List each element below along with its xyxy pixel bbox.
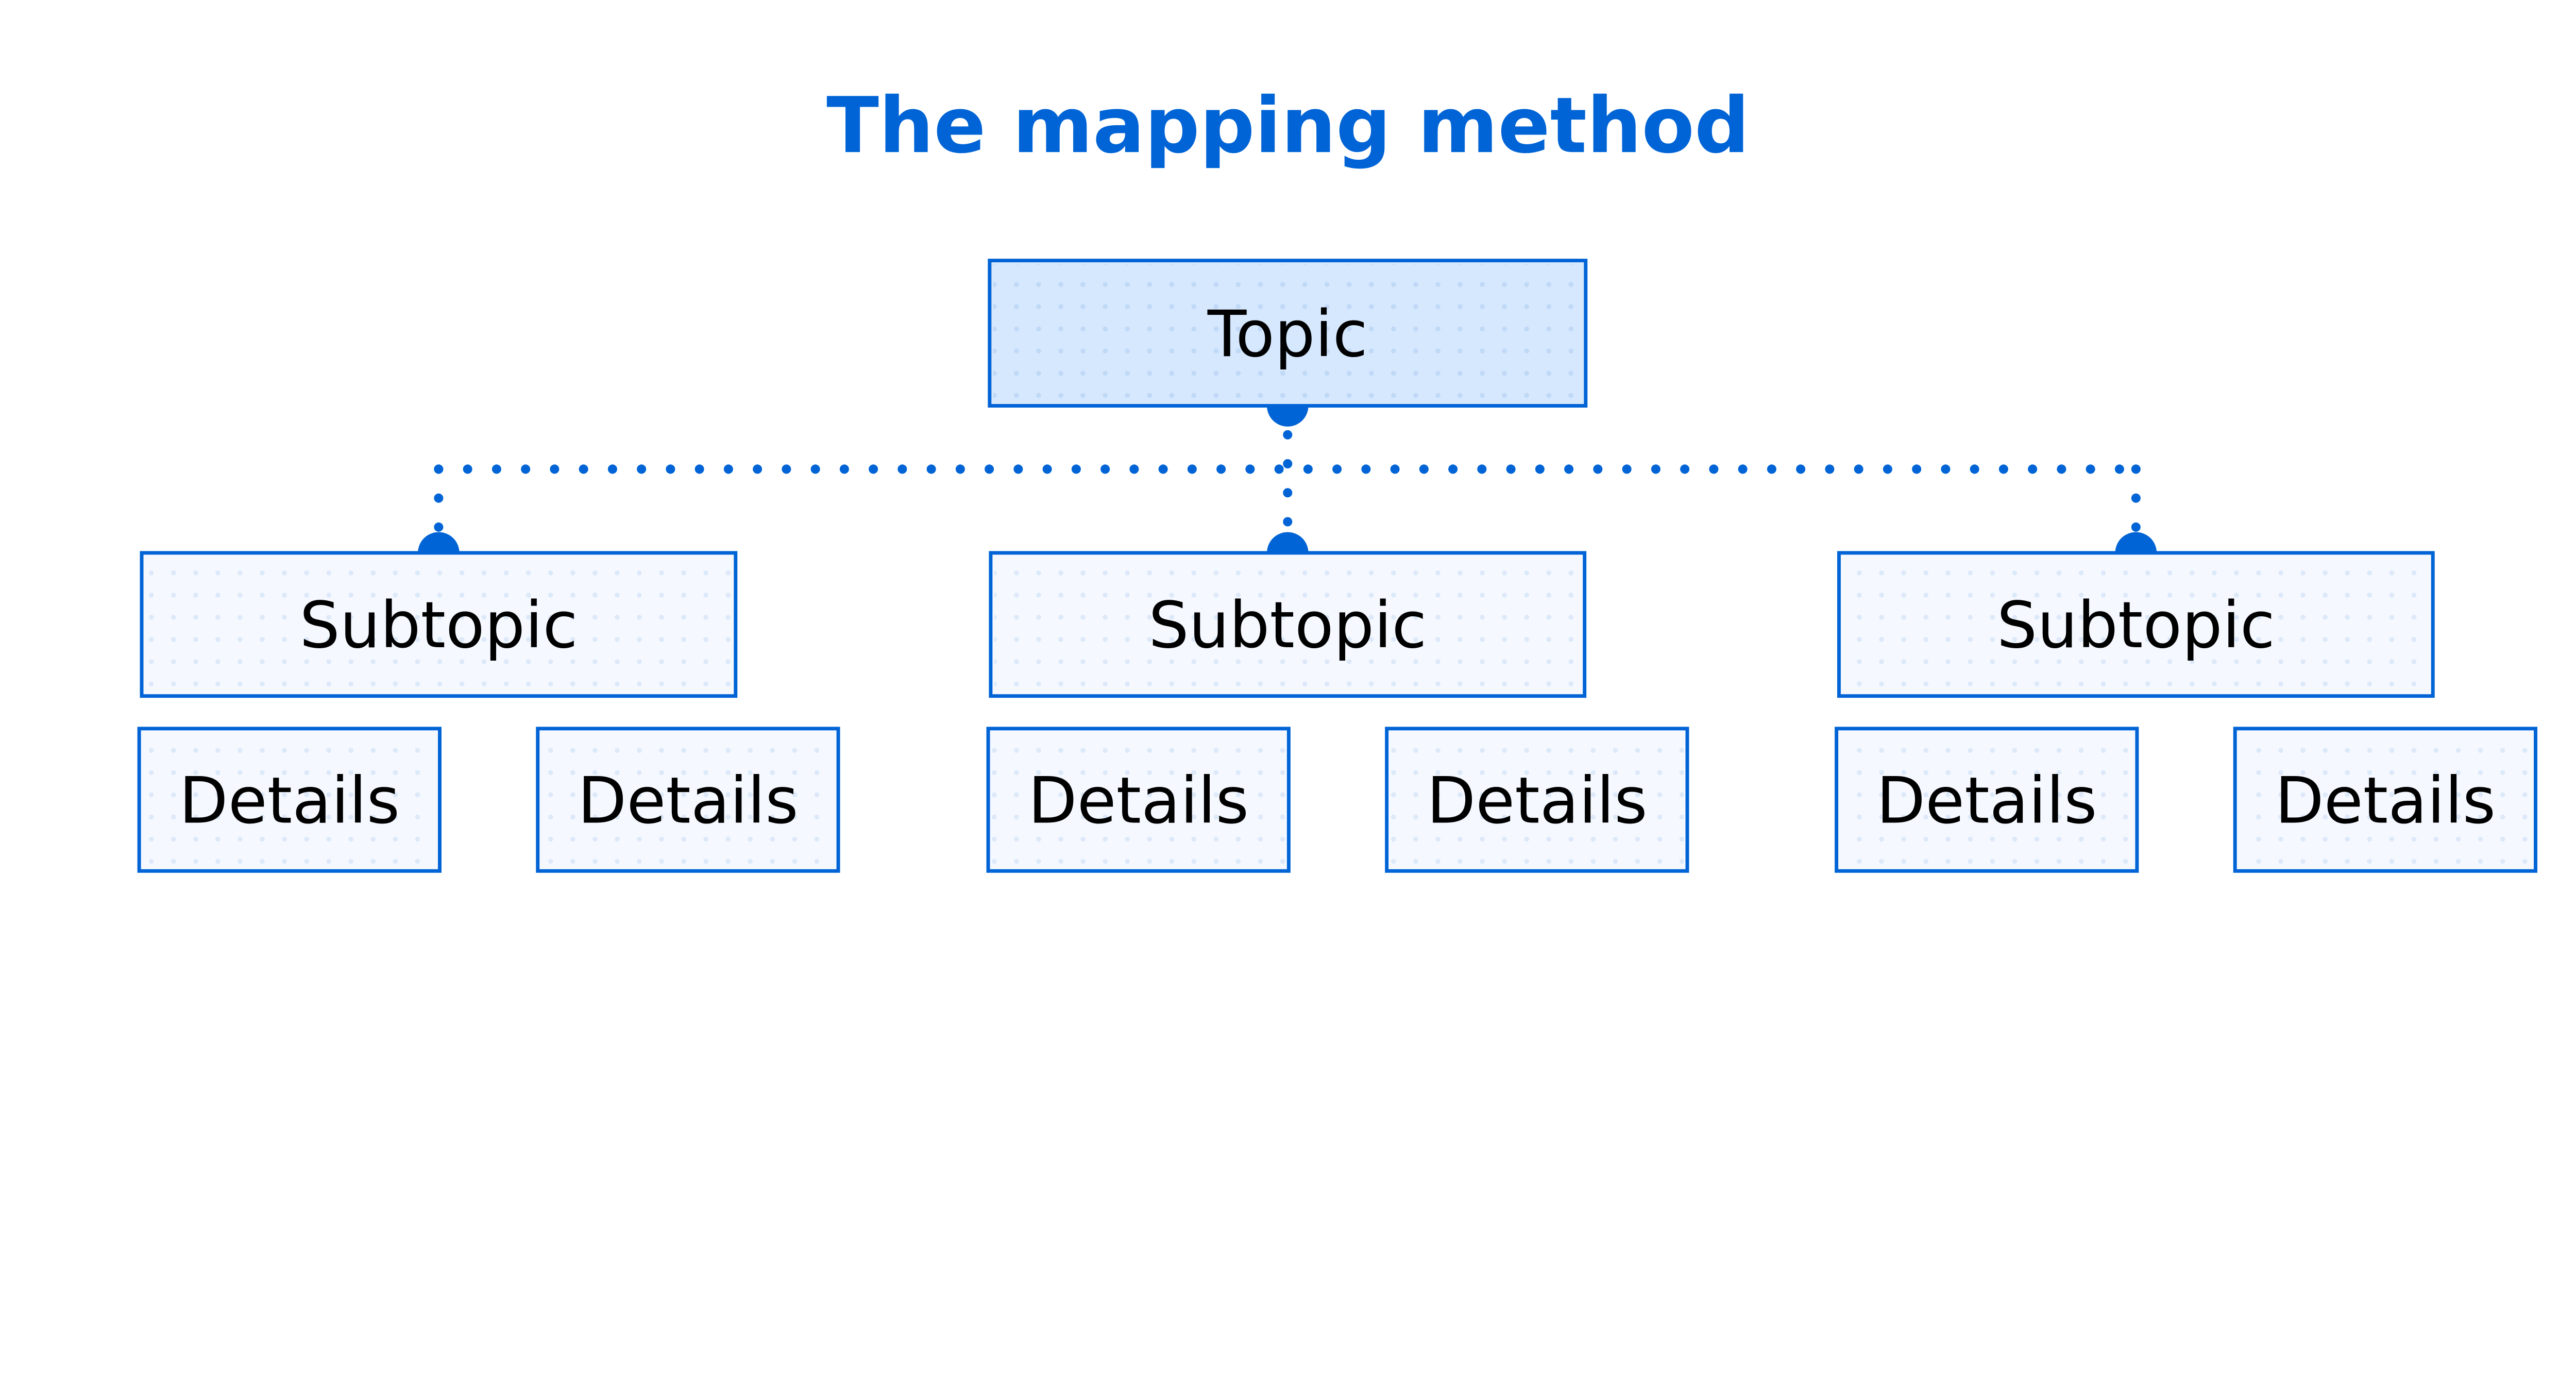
details-node-dot-pattern xyxy=(541,732,835,868)
subtopic-node: Subtopic xyxy=(1837,551,2435,698)
subtopic-node-dot-pattern xyxy=(1842,556,2430,693)
details-node-dot-pattern xyxy=(992,732,1285,868)
details-node: Details xyxy=(137,727,442,873)
subtopic-node-dot-pattern xyxy=(145,556,732,693)
details-node-dot-pattern xyxy=(143,732,436,868)
details-node-label: Details xyxy=(1876,764,2097,838)
subtopic-node: Subtopic xyxy=(989,551,1587,698)
subtopic-node: Subtopic xyxy=(140,551,738,698)
subtopic-node-label: Subtopic xyxy=(1997,588,2275,663)
details-node: Details xyxy=(1835,727,2139,873)
details-node-label: Details xyxy=(179,764,400,838)
details-node: Details xyxy=(2233,727,2537,873)
details-node-dot-pattern xyxy=(1840,732,2133,868)
subtopic-node-dot-pattern xyxy=(994,556,1581,693)
details-node: Details xyxy=(536,727,840,873)
connectors xyxy=(418,385,2157,574)
topic-node: Topic xyxy=(988,259,1588,408)
topic-node-dot-pattern xyxy=(993,264,1582,402)
details-node-label: Details xyxy=(2275,764,2496,838)
subtopic-node-label: Subtopic xyxy=(1148,588,1427,663)
details-node-dot-pattern xyxy=(2239,732,2532,868)
details-node: Details xyxy=(1385,727,1689,873)
diagram-title: The mapping method xyxy=(826,81,1750,171)
subtopic-node-label: Subtopic xyxy=(299,588,578,663)
details-node-label: Details xyxy=(578,764,799,838)
details-node-label: Details xyxy=(1427,764,1648,838)
details-node: Details xyxy=(986,727,1291,873)
details-node-dot-pattern xyxy=(1390,732,1684,868)
details-node-label: Details xyxy=(1028,764,1249,838)
topic-node-label: Topic xyxy=(1207,297,1368,372)
